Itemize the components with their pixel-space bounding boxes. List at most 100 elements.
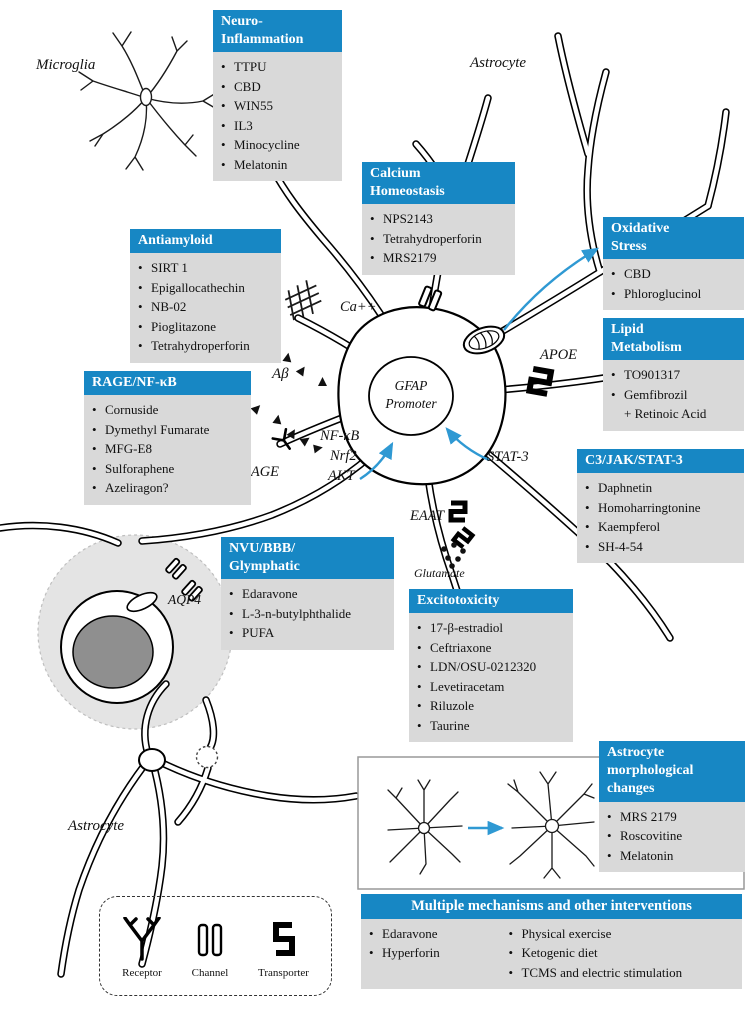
drug-item: •Dymethyl Fumarate (92, 420, 245, 440)
drug-item: •Melatonin (221, 155, 336, 175)
bullet: • (508, 964, 514, 980)
drug-list: •TTPU •CBD •WIN55 •IL3 •Minocycline •Mel… (213, 52, 342, 182)
panel-neuro-inflammation: Neuro- Inflammation •TTPU •CBD •WIN55 •I… (213, 10, 342, 182)
panel-title: Excitotoxicity (409, 589, 573, 614)
panel-title: NVU/BBB/ Glymphatic (221, 537, 394, 580)
drug-item: •Kaempferol (585, 517, 738, 537)
eaat-transporter-icon (448, 500, 476, 549)
drug-item: •WIN55 (221, 96, 336, 116)
bullet: • (611, 266, 616, 282)
microglia-drawing (78, 31, 217, 171)
amyloid-fibril-icon (284, 280, 322, 321)
bullet: • (611, 386, 616, 402)
panel-title: Oxidative Stress (603, 217, 744, 260)
drug-item: •IL3 (221, 116, 336, 136)
drug-item: •MRS 2179 (607, 807, 739, 827)
label-stat3: STAT-3 (487, 449, 529, 465)
drug-item: •Roscovitine (607, 826, 739, 846)
label-glutamate: Glutamate (414, 566, 465, 580)
bullet: • (138, 318, 143, 334)
drug-list: •Cornuside •Dymethyl Fumarate •MFG-E8 •S… (84, 395, 251, 505)
drug-item: •CBD (611, 264, 738, 284)
bullet: • (508, 925, 514, 941)
calcium-channel-icon (418, 285, 443, 312)
central-astrocyte-soma (337, 306, 507, 486)
drug-item: •Epigallocathechin (138, 278, 275, 298)
drug-list: •NPS2143 •Tetrahydroperforin •MRS2179 (362, 204, 515, 275)
label-gfap-promoter: GFAP Promoter (385, 378, 437, 412)
panel-title: Neuro- Inflammation (213, 10, 342, 53)
legend-receptor: Receptor (122, 917, 162, 979)
bullet: • (611, 285, 616, 301)
bullet: • (221, 59, 226, 75)
bullet: • (221, 156, 226, 172)
bullet: • (585, 480, 590, 496)
mito-to-oxidative-arrow (503, 247, 600, 331)
bottom-astrocyte-soma (138, 748, 166, 772)
drug-item: •Tetrahydroperforin (370, 229, 509, 249)
drug-item: •Ketogenic diet (508, 943, 736, 963)
drug-item: •17-β-estradiol (417, 618, 567, 638)
bullet: • (585, 499, 590, 515)
panel-rage-nfkb: RAGE/NF-κB •Cornuside •Dymethyl Fumarate… (84, 371, 251, 505)
drug-item: •MFG-E8 (92, 439, 245, 459)
drug-item: •Daphnetin (585, 478, 738, 498)
bullet: • (229, 586, 234, 602)
panel-lipid-metabolism: Lipid Metabolism •TO901317 •Gemfibrozil … (603, 318, 744, 431)
bullet: • (611, 367, 616, 383)
drug-item: •Tetrahydroperforin (138, 336, 275, 356)
drug-item: •Levetiracetam (417, 677, 567, 697)
bullet: • (417, 678, 422, 694)
drug-item: •Minocycline (221, 135, 336, 155)
blood-vessel-drawing (60, 590, 174, 704)
panel-oxidative-stress: Oxidative Stress •CBD •Phloroglucinol (603, 217, 744, 311)
mitochondria-icon (462, 325, 506, 355)
drug-item: •TTPU (221, 57, 336, 77)
receptor-icon (123, 917, 161, 961)
label-nfkb: NF-κB (320, 428, 360, 444)
drug-item: •Riluzole (417, 696, 567, 716)
drug-item: •Pioglitazone (138, 317, 275, 337)
bullet: • (607, 828, 612, 844)
drug-item: •LDN/OSU-0212320 (417, 657, 567, 677)
drug-column-left: •Edaravone •Hyperforin (369, 924, 508, 983)
drug-item: •Taurine (417, 716, 567, 736)
legend-box: Receptor Channel Transporter (99, 896, 332, 996)
drug-item: •CBD (221, 77, 336, 97)
aqp4-channel-icons (165, 557, 203, 602)
rage-receptor-icon (271, 428, 291, 450)
bullet: • (221, 98, 226, 114)
panel-antiamyloid: Antiamyloid •SIRT 1 •Epigallocathechin •… (130, 229, 281, 363)
bullet: • (229, 625, 234, 641)
drug-item: •SH-4-54 (585, 537, 738, 557)
drug-item: •Cornuside (92, 400, 245, 420)
panel-astrocyte-morphological-changes: Astrocyte morphological changes •MRS 217… (599, 741, 745, 873)
bullet: • (607, 847, 612, 863)
signal-arrows (359, 247, 600, 836)
bullet: • (92, 480, 97, 496)
drug-list: •Edaravone •L-3-n-butylphthalide •PUFA (221, 579, 394, 650)
drug-list: •TO901317 •Gemfibrozil •+ Retinoic Acid (603, 360, 744, 431)
panel-excitotoxicity: Excitotoxicity •17-β-estradiol •Ceftriax… (409, 589, 573, 743)
label-rage: RAGE (242, 464, 280, 480)
drug-item: •Phloroglucinol (611, 284, 738, 304)
drug-item: •TO901317 (611, 365, 738, 385)
glutamate-dots (441, 542, 466, 569)
stat3-to-gfap-arrow (445, 427, 490, 462)
label-abeta: Aβ (272, 366, 289, 382)
label-ca: Ca++ (340, 299, 377, 315)
drug-list: •Daphnetin •Homoharringtonine •Kaempfero… (577, 473, 744, 564)
panel-title: Astrocyte morphological changes (599, 741, 745, 802)
drug-item: •Sulforaphene (92, 459, 245, 479)
bullet: • (417, 698, 422, 714)
bullet: • (607, 808, 612, 824)
transporter-icon (272, 922, 295, 956)
bullet: • (221, 117, 226, 133)
bullet: • (370, 230, 375, 246)
bullet: • (92, 402, 97, 418)
bullet: • (508, 945, 514, 961)
label-aqp4: AQP4 (168, 592, 201, 607)
astrocyte-network-drawing (0, 36, 732, 974)
label-akt: AKT (328, 468, 355, 484)
